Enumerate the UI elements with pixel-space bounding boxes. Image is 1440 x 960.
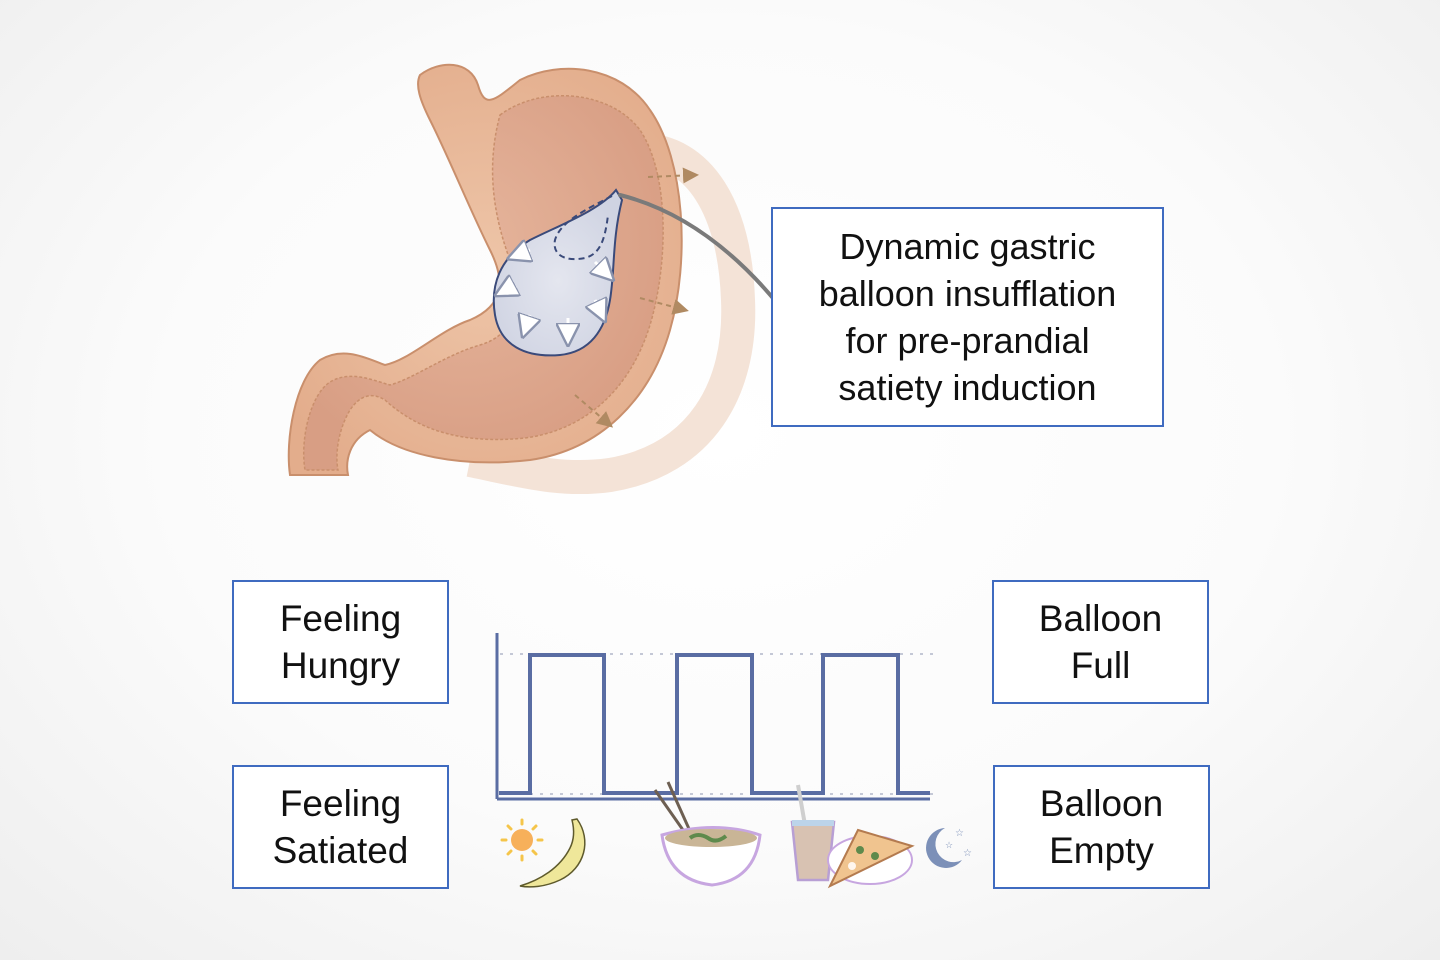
- svg-text:☆: ☆: [963, 848, 972, 859]
- label-line: Balloon: [1039, 783, 1164, 824]
- banana-icon: [519, 818, 586, 888]
- label-line: Empty: [1049, 830, 1154, 871]
- pulse-trace: [499, 653, 930, 795]
- pizza-icon: [827, 828, 915, 889]
- title-line: Dynamic gastric: [839, 226, 1096, 267]
- label-line: Feeling: [279, 783, 402, 824]
- deflated-balloon-outline: [553, 195, 613, 260]
- balloon-empty-label: Balloon Empty: [993, 765, 1210, 889]
- sun-icon: [500, 818, 544, 862]
- svg-text:☆: ☆: [945, 840, 953, 850]
- balloon-waveform: [495, 633, 935, 801]
- inflation-arrows: [502, 250, 608, 338]
- expanded-stomach-ghost: [466, 133, 756, 495]
- feeling-satiated-label: Feeling Satiated: [232, 765, 449, 889]
- moon-stars-icon: ☆ ☆ ☆: [926, 828, 972, 868]
- label-line: Feeling: [279, 598, 402, 639]
- label-line: Balloon: [1038, 598, 1163, 639]
- title-callout-box: Dynamic gastric balloon insufflation for…: [771, 207, 1164, 427]
- bubble-tea-icon: [790, 784, 836, 882]
- title-line: for pre-prandial: [845, 320, 1090, 361]
- label-line: Satiated: [272, 830, 409, 871]
- noodle-bowl-icon: [653, 781, 762, 887]
- balloon-full-label: Balloon Full: [992, 580, 1209, 704]
- label-line: Full: [1070, 645, 1131, 686]
- title-line: satiety induction: [838, 367, 1097, 408]
- expansion-arrows: [574, 167, 699, 428]
- feeling-hungry-label: Feeling Hungry: [232, 580, 449, 704]
- stomach-lining: [302, 94, 664, 471]
- svg-text:☆: ☆: [955, 828, 964, 839]
- label-line: Hungry: [280, 645, 401, 686]
- title-line: balloon insufflation: [818, 273, 1117, 314]
